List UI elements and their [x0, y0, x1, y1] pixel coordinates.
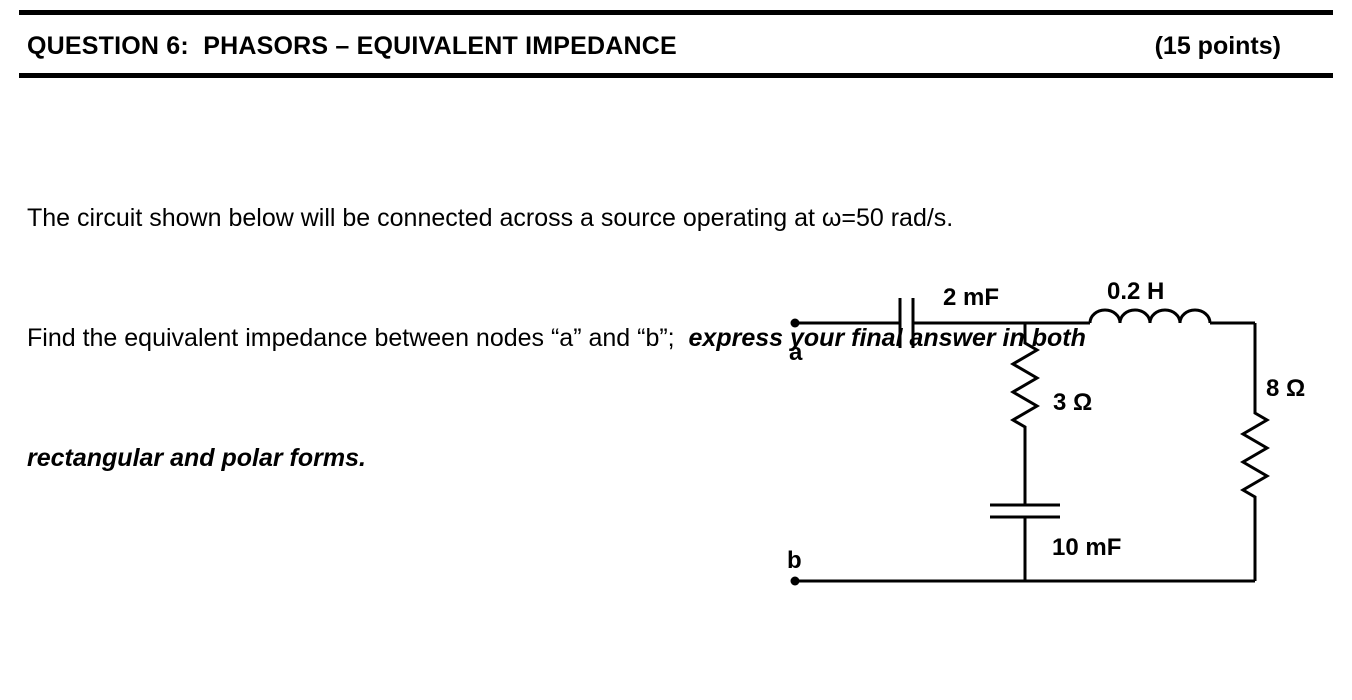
body-line-3: rectangular and polar forms. [27, 444, 366, 472]
node-a-terminal [790, 318, 800, 328]
body-line-1: The circuit shown below will be connecte… [27, 204, 954, 232]
inductor-coil [1088, 308, 1212, 324]
question-points: (15 points) [1154, 31, 1281, 60]
circuit-svg: a b 2 mF 0.2 H 3 Ω 8 Ω 10 mF [787, 278, 1305, 586]
node-b-label: b [787, 547, 802, 574]
capacitor-2mf-label: 2 mF [943, 284, 999, 311]
node-a-label: a [789, 339, 803, 366]
resistor-8ohm [1240, 323, 1270, 581]
question-header: QUESTION 6: PHASORS – EQUIVALENT IMPEDAN… [19, 24, 1333, 68]
question-body: The circuit shown below will be connecte… [27, 118, 1317, 558]
resistor-8ohm-label: 8 Ω [1266, 375, 1305, 402]
node-b-terminal [790, 576, 800, 586]
circuit-diagram: a b 2 mF 0.2 H 3 Ω 8 Ω 10 mF [785, 268, 1330, 600]
resistor-3ohm [1010, 323, 1040, 505]
question-title: QUESTION 6: PHASORS – EQUIVALENT IMPEDAN… [27, 31, 677, 60]
resistor-3ohm-label: 3 Ω [1053, 389, 1092, 416]
capacitor-10mf-label: 10 mF [1052, 534, 1121, 561]
body-line-2: Find the equivalent impedance between no… [27, 318, 1317, 358]
inductor-label: 0.2 H [1107, 278, 1164, 305]
body-line-2-regular: Find the equivalent impedance between no… [27, 324, 689, 352]
body-line-2-emphasis: express your final answer in both [688, 324, 1086, 352]
header-top-rule [19, 10, 1333, 15]
header-bottom-rule [19, 73, 1333, 78]
